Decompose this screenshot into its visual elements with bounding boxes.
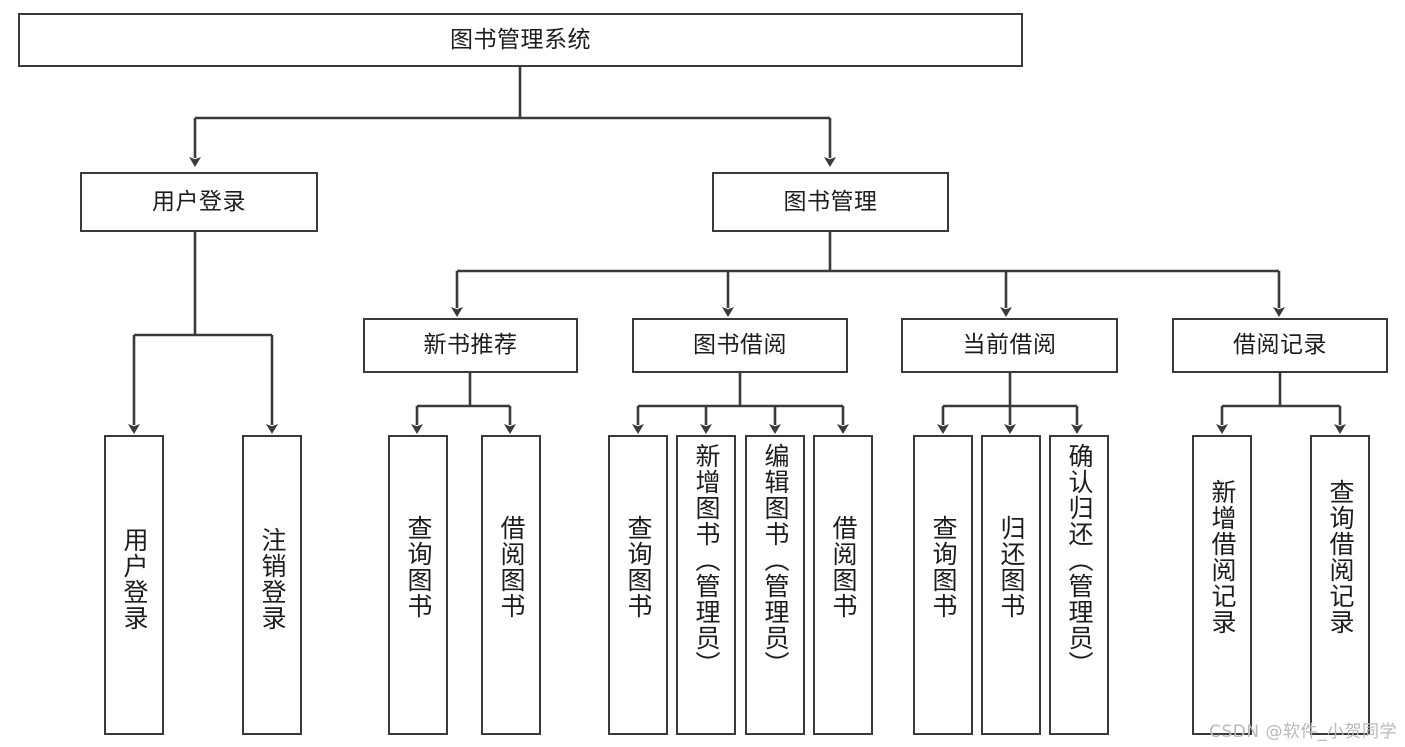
node-label: 查询图书 [929, 515, 958, 619]
node-label: 新增图书（管理员） [692, 443, 721, 677]
leaf-query-borrow-record[interactable]: 查询借阅记录 [1310, 435, 1370, 735]
leaf-logout-login[interactable]: 注销登录 [242, 435, 302, 735]
node-label: 借阅图书 [497, 515, 526, 619]
node-label: 图书借阅 [693, 332, 787, 359]
node-label: 借阅图书 [829, 515, 858, 619]
leaf-confirm-return[interactable]: 确认归还（管理员） [1049, 435, 1109, 735]
node-label: 注销登录 [258, 527, 287, 631]
leaf-query-book-borrow[interactable]: 查询图书 [608, 435, 668, 735]
node-root-system[interactable]: 图书管理系统 [18, 13, 1023, 67]
leaf-add-book[interactable]: 新增图书（管理员） [676, 435, 736, 735]
node-book-borrow[interactable]: 图书借阅 [632, 318, 848, 373]
node-label: 确认归还（管理员） [1065, 443, 1094, 677]
node-user-login[interactable]: 用户登录 [80, 172, 318, 232]
leaf-add-borrow-record[interactable]: 新增借阅记录 [1192, 435, 1252, 735]
node-current-borrow[interactable]: 当前借阅 [901, 318, 1118, 373]
node-label: 查询借阅记录 [1326, 479, 1355, 635]
leaf-borrow-book-borrow[interactable]: 借阅图书 [813, 435, 873, 735]
node-borrow-record[interactable]: 借阅记录 [1172, 318, 1388, 373]
leaf-query-book-recommend[interactable]: 查询图书 [388, 435, 448, 735]
leaf-return-book[interactable]: 归还图书 [981, 435, 1041, 735]
leaf-query-book-current[interactable]: 查询图书 [913, 435, 973, 735]
node-label: 查询图书 [624, 515, 653, 619]
node-label: 查询图书 [404, 515, 433, 619]
leaf-user-login[interactable]: 用户登录 [104, 435, 164, 735]
leaf-edit-book[interactable]: 编辑图书（管理员） [745, 435, 805, 735]
node-label: 图书管理系统 [450, 26, 591, 53]
watermark-text: CSDN @软件_小贺同学 [1209, 722, 1397, 742]
node-label: 编辑图书（管理员） [761, 443, 790, 677]
node-label: 图书管理 [783, 188, 878, 215]
node-label: 用户登录 [120, 527, 149, 631]
node-label: 当前借阅 [962, 332, 1057, 359]
leaf-borrow-book-recommend[interactable]: 借阅图书 [481, 435, 541, 735]
node-label: 借阅记录 [1233, 332, 1327, 359]
node-label: 归还图书 [997, 515, 1026, 619]
node-label: 新增借阅记录 [1208, 479, 1237, 635]
node-new-book-recommend[interactable]: 新书推荐 [363, 318, 578, 373]
node-label: 新书推荐 [423, 332, 518, 359]
node-label: 用户登录 [152, 188, 246, 215]
node-book-manage[interactable]: 图书管理 [712, 172, 949, 232]
